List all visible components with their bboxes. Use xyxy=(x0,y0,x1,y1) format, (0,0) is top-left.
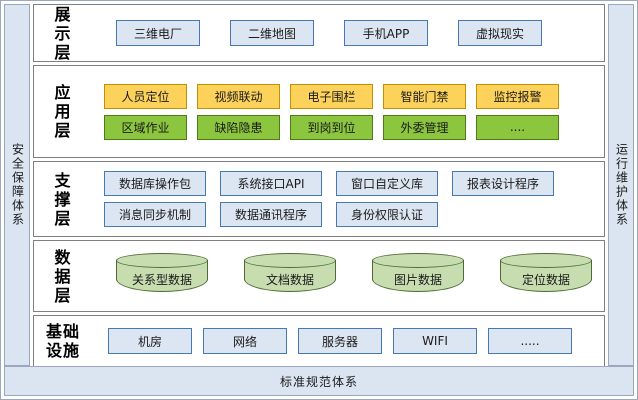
layer-label-char: 撑 xyxy=(54,189,72,209)
database-cylinder[interactable]: 关系型数据 xyxy=(116,253,208,299)
node-row: 三维电厂 二维地图 手机APP 虚拟现实 xyxy=(98,20,598,46)
node-box[interactable]: 窗口自定义库 xyxy=(336,171,438,196)
left-rail-label: 安全保障体系 xyxy=(10,143,25,227)
layer-body-infrastructure: 机房 网络 服务器 WIFI ..... xyxy=(92,316,604,366)
bottom-band-label: 标准规范体系 xyxy=(279,374,358,389)
node-box[interactable]: 手机APP xyxy=(344,20,428,46)
node-row: 机房 网络 服务器 WIFI ..... xyxy=(98,328,598,354)
node-box[interactable]: 身份权限认证 xyxy=(336,202,438,227)
bottom-band-standards-system: 标准规范体系 xyxy=(4,366,634,396)
layer-support: 支 撑 层 数据库操作包 系统接口API 窗口自定义库 报表设计程序 消息同步机… xyxy=(33,161,605,237)
cylinder-label: 图片数据 xyxy=(393,272,442,287)
cylinder-top-icon xyxy=(244,253,336,268)
layer-label-support: 支 撑 层 xyxy=(34,171,92,228)
node-box[interactable]: 区域作业 xyxy=(104,114,187,140)
node-box[interactable]: 数据库操作包 xyxy=(104,171,206,196)
right-rail-operations-system: 运行维护体系 xyxy=(608,4,634,366)
node-box[interactable]: 监控报警 xyxy=(476,83,559,109)
layer-label-char: 基础 xyxy=(45,322,80,341)
node-box[interactable]: 二维地图 xyxy=(230,20,314,46)
node-box[interactable]: 机房 xyxy=(108,328,192,354)
layer-label-data: 数 据 层 xyxy=(34,248,92,305)
node-box[interactable]: 电子围栏 xyxy=(290,83,373,109)
node-box[interactable]: 系统接口API xyxy=(220,171,322,196)
layer-label-char: 用 xyxy=(54,102,72,121)
node-box[interactable]: 报表设计程序 xyxy=(452,171,554,196)
layer-body-data: 关系型数据 文档数据 图片数据 定位数据 xyxy=(92,241,604,311)
layer-label-char: 数 xyxy=(54,247,72,267)
node-box[interactable]: ..... xyxy=(488,328,572,354)
cylinder-top-icon xyxy=(372,253,464,268)
node-box[interactable]: WIFI xyxy=(393,328,477,354)
node-box[interactable]: 缺陷隐患 xyxy=(197,114,280,140)
layer-body-application: 人员定位 视频联动 电子围栏 智能门禁 监控报警 区域作业 缺陷隐患 到岗到位 … xyxy=(92,66,604,157)
layer-label-char: 支 xyxy=(54,170,72,190)
node-box[interactable]: 网络 xyxy=(203,328,287,354)
layer-label-application: 应 用 层 xyxy=(34,83,92,140)
node-box[interactable]: 人员定位 xyxy=(104,83,187,109)
node-row: 区域作业 缺陷隐患 到岗到位 外委管理 .... xyxy=(98,114,598,140)
node-box[interactable]: 到岗到位 xyxy=(290,114,373,140)
layer-label-char: 展 xyxy=(54,4,72,24)
node-box[interactable]: .... xyxy=(476,114,559,140)
database-cylinder[interactable]: 图片数据 xyxy=(372,253,464,299)
database-cylinder[interactable]: 定位数据 xyxy=(500,253,592,299)
layer-label-infrastructure: 基础 设施 xyxy=(34,322,92,360)
node-row: 数据库操作包 系统接口API 窗口自定义库 报表设计程序 xyxy=(98,171,598,196)
layer-label-char: 示 xyxy=(54,23,72,43)
left-rail-security-system: 安全保障体系 xyxy=(4,4,30,366)
node-box[interactable]: 服务器 xyxy=(298,328,382,354)
layer-label-char: 层 xyxy=(54,121,72,140)
layer-data: 数 据 层 关系型数据 文档数据 xyxy=(33,240,605,312)
cylinder-label: 文档数据 xyxy=(265,272,314,287)
layer-presentation: 展 示 层 三维电厂 二维地图 手机APP 虚拟现实 xyxy=(33,4,605,62)
cylinder-label: 关系型数据 xyxy=(131,272,192,287)
layer-infrastructure: 基础 设施 机房 网络 服务器 WIFI ..... xyxy=(33,315,605,367)
layer-body-support: 数据库操作包 系统接口API 窗口自定义库 报表设计程序 消息同步机制 数据通讯… xyxy=(92,162,604,236)
node-row: 人员定位 视频联动 电子围栏 智能门禁 监控报警 xyxy=(98,83,598,109)
layer-application: 应 用 层 人员定位 视频联动 电子围栏 智能门禁 监控报警 区域作业 缺陷隐患… xyxy=(33,65,605,158)
layer-label-char: 层 xyxy=(54,208,72,228)
node-box[interactable]: 三维电厂 xyxy=(116,20,200,46)
cylinder-label: 定位数据 xyxy=(521,272,570,287)
node-box[interactable]: 消息同步机制 xyxy=(104,202,206,227)
cylinder-row: 关系型数据 文档数据 图片数据 定位数据 xyxy=(98,253,598,299)
layer-label-char: 据 xyxy=(54,266,72,286)
layer-label-char: 设施 xyxy=(45,341,80,360)
node-box[interactable]: 智能门禁 xyxy=(383,83,466,109)
layer-label-char: 层 xyxy=(54,285,72,305)
layer-stack: 展 示 层 三维电厂 二维地图 手机APP 虚拟现实 应 用 xyxy=(33,4,605,367)
layer-body-presentation: 三维电厂 二维地图 手机APP 虚拟现实 xyxy=(92,5,604,61)
node-box[interactable]: 视频联动 xyxy=(197,83,280,109)
node-row: 消息同步机制 数据通讯程序 身份权限认证 xyxy=(98,202,598,227)
layer-label-presentation: 展 示 层 xyxy=(34,5,92,62)
node-box[interactable]: 数据通讯程序 xyxy=(220,202,322,227)
node-box[interactable]: 外委管理 xyxy=(383,114,466,140)
layer-label-char: 应 xyxy=(54,83,72,102)
cylinder-top-icon xyxy=(500,253,592,268)
database-cylinder[interactable]: 文档数据 xyxy=(244,253,336,299)
right-rail-label: 运行维护体系 xyxy=(614,143,629,227)
cylinder-top-icon xyxy=(116,253,208,268)
node-box[interactable]: 虚拟现实 xyxy=(458,20,542,46)
layer-label-char: 层 xyxy=(54,42,72,62)
